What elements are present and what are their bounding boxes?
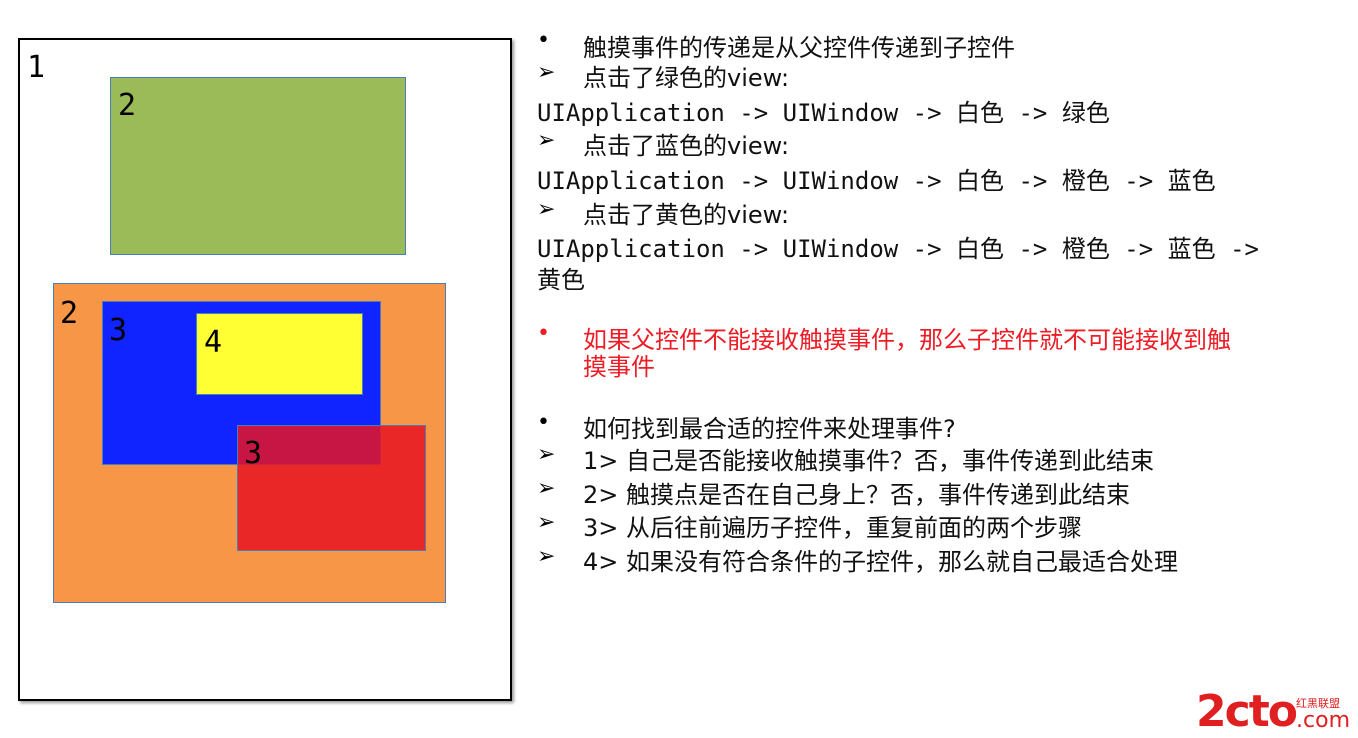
text-line: 点击了黄色的view: xyxy=(583,201,790,229)
text-line: UIApplication -> UIWindow -> 白色 -> 橙色 ->… xyxy=(537,235,1259,263)
red-label: 3 xyxy=(244,436,263,471)
text-line: 触摸事件的传递是从父控件传递到子控件 xyxy=(583,34,1015,62)
bullet-icon: • xyxy=(537,28,550,53)
text-line: UIApplication -> UIWindow -> 白色 -> 橙色 ->… xyxy=(537,167,1216,195)
text-line: 4> 如果没有符合条件的子控件，那么就自己最适合处理 xyxy=(583,548,1179,576)
bullet-icon: • xyxy=(537,321,550,346)
text-line: 黄色 xyxy=(537,266,585,294)
text-line-warning: 如果父控件不能接收触摸事件，那么子控件就不可能接收到触 xyxy=(583,326,1231,354)
arrow-icon: ➢ xyxy=(537,510,556,535)
text-line-warning: 摸事件 xyxy=(583,353,655,381)
text-line: 如何找到最合适的控件来处理事件? xyxy=(583,415,956,443)
arrow-icon: ➢ xyxy=(537,197,556,222)
arrow-icon: ➢ xyxy=(537,60,556,85)
text-line: 点击了蓝色的view: xyxy=(583,132,790,160)
bullet-icon: • xyxy=(537,410,550,435)
yellow-label: 4 xyxy=(204,325,223,360)
text-line: 1> 自己是否能接收触摸事件？否，事件传递到此结束 xyxy=(583,447,1155,475)
arrow-icon: ➢ xyxy=(537,544,556,569)
text-line: 2> 触摸点是否在自己身上？否，事件传递到此结束 xyxy=(583,481,1131,509)
logo-com: .com xyxy=(1296,708,1350,733)
text-line: UIApplication -> UIWindow -> 白色 -> 绿色 xyxy=(537,99,1110,127)
watermark-logo: 2cto 红黑联盟.com xyxy=(1196,686,1350,737)
blue-label: 3 xyxy=(109,313,128,348)
logo-main: 2cto xyxy=(1196,686,1298,737)
arrow-icon: ➢ xyxy=(537,128,556,153)
text-line: 3> 从后往前遍历子控件，重复前面的两个步骤 xyxy=(583,514,1083,542)
window-label: 1 xyxy=(27,50,46,85)
green-label: 2 xyxy=(118,88,137,123)
green-view xyxy=(110,77,406,255)
orange-label: 2 xyxy=(60,296,79,331)
red-view xyxy=(237,425,426,551)
arrow-icon: ➢ xyxy=(537,442,556,467)
arrow-icon: ➢ xyxy=(537,476,556,501)
yellow-view xyxy=(196,313,363,395)
logo-cn: 红黑联盟 xyxy=(1296,697,1341,710)
text-line: 点击了绿色的view: xyxy=(583,64,790,92)
